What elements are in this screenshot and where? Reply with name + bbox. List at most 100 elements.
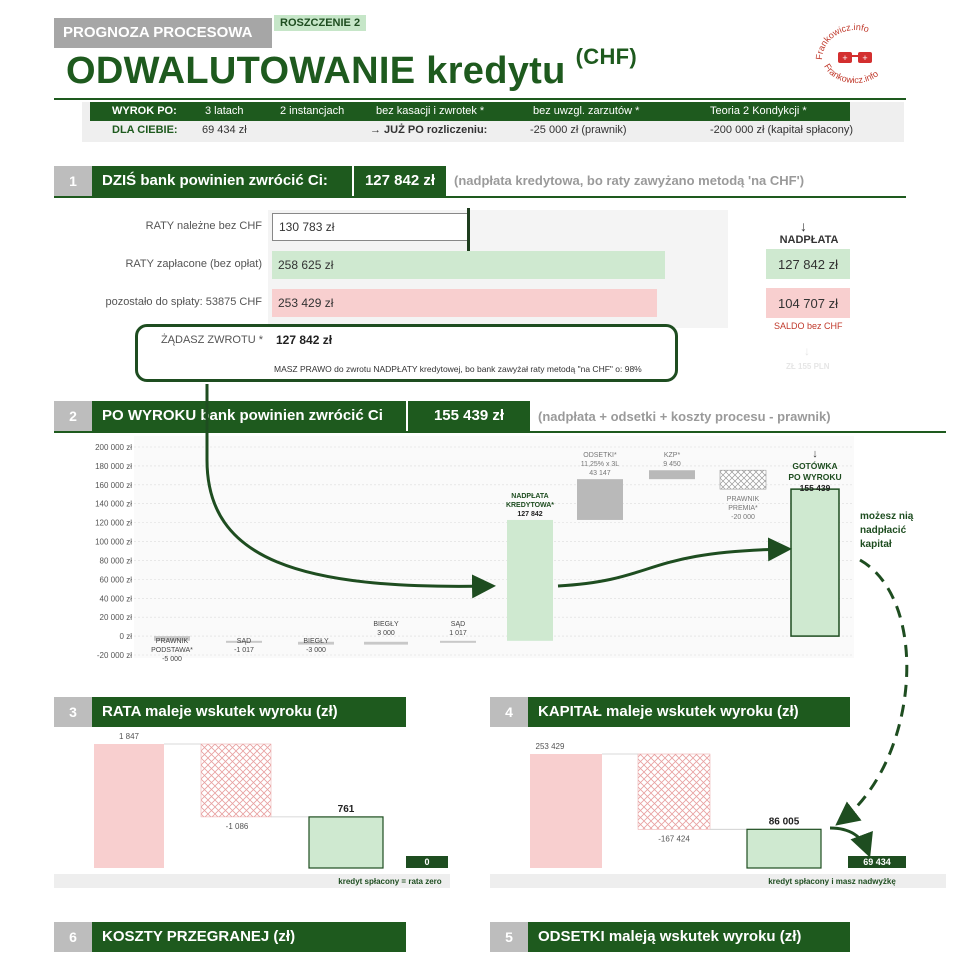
page-title-sup: (CHF): [575, 44, 638, 69]
section-4-band: KAPITAŁ maleje wskutek wyroku (zł): [528, 697, 850, 727]
overpayment-box: 127 842 zł: [766, 249, 850, 279]
y-tick-label: 40 000 zł: [100, 594, 133, 603]
claim-value: 127 842 zł: [276, 333, 333, 347]
verdict-instances: 2 instancjach: [280, 105, 345, 117]
y-tick-label: 140 000 zł: [95, 500, 132, 509]
y-tick-label: 80 000 zł: [100, 556, 133, 565]
report-tag: PROGNOZA PROCESOWA: [54, 18, 272, 48]
section-6-number: 6: [54, 922, 92, 952]
step-value: 3 000: [377, 630, 395, 637]
y-tick-label: 0 zł: [120, 632, 133, 641]
y-tick-label: -20 000 zł: [97, 651, 132, 660]
waterfall-bar-2: [226, 640, 262, 643]
section-1-note: (nadpłata kredytowa, bo raty zawyżano me…: [454, 173, 805, 188]
verdict-theory: Teoria 2 Kondykcji *: [710, 105, 807, 117]
chart-footnote: kredyt spłacony i masz nadwyżkę: [768, 877, 896, 886]
step-value: 43 147: [589, 470, 611, 477]
step-label: SĄD: [237, 638, 251, 645]
step-label: KREDYTOWA*: [506, 502, 554, 509]
step-value: -5 000: [162, 656, 182, 663]
section-5-number: 5: [490, 922, 528, 952]
summary-row-for-you: DLA CIEBIE: 69 434 zł → JUŻ PO rozliczen…: [90, 122, 890, 140]
step-value: 9 450: [663, 461, 681, 468]
waterfall-bar-6: [507, 519, 553, 641]
section-2-title: PO WYROKU bank powinien zwrócić Ci: [102, 407, 383, 424]
start-bar: [94, 744, 164, 868]
reduction-bar: [637, 753, 711, 830]
section-6-title: KOSZTY PRZEGRANEJ (zł): [102, 928, 296, 945]
section-1-title: DZIŚ bank powinien zwrócić Ci:: [102, 172, 328, 189]
y-tick-label: 100 000 zł: [95, 538, 132, 547]
waterfall-bar-3: [298, 641, 334, 645]
start-value: 1 847: [119, 732, 140, 741]
section-2-band: PO WYROKU bank powinien zwrócić Ci: [92, 401, 408, 431]
row-label-rates-paid: RATY zapłacone (bez opłat): [125, 258, 262, 270]
section-2-rule: [54, 431, 946, 433]
side-note: możesz nią nadpłacić kapitał: [860, 510, 913, 552]
chart-footer-strip: [490, 874, 946, 888]
for-you-label: DLA CIEBIE:: [112, 124, 178, 136]
claim-box[interactable]: [135, 324, 678, 382]
chart-footnote: kredyt spłacony = rata zero: [338, 877, 441, 886]
y-tick-label: 200 000 zł: [95, 443, 132, 452]
y-tick-label: 120 000 zł: [95, 519, 132, 528]
side-note-line-3: kapitał: [860, 539, 892, 550]
claim-label: ŻĄDASZ ZWROTU *: [160, 334, 263, 346]
verdict-label: WYROK PO:: [112, 105, 177, 117]
section-6-band: KOSZTY PRZEGRANEJ (zł): [92, 922, 406, 952]
claim-tag: ROSZCZENIE 2: [274, 15, 367, 31]
section-1-number: 1: [54, 166, 92, 196]
step-label: NADPŁATA: [511, 493, 548, 500]
overpayment-arrow-icon: ↓: [800, 218, 807, 234]
section-3-band: RATA maleje wskutek wyroku (zł): [92, 697, 406, 727]
verdict-years: 3 latach: [205, 105, 244, 117]
start-value: 253 429: [536, 742, 565, 751]
waterfall-bar-10: [790, 488, 840, 637]
bar-rates-due: 130 783 zł: [272, 213, 468, 241]
section-2-note: (nadpłata + odsetki + koszty procesu - p…: [538, 409, 831, 424]
glasses-icon: + +: [838, 52, 872, 63]
section-2-number: 2: [54, 401, 92, 431]
waterfall-bar-5: [440, 640, 476, 643]
start-bar: [530, 754, 602, 868]
y-tick-label: 60 000 zł: [100, 575, 133, 584]
summary-row-verdict: WYROK PO: 3 latach 2 instancjach bez kas…: [90, 102, 850, 121]
faded-note: ZŁ 155 PLN: [786, 362, 830, 371]
step-value: -20 000: [731, 514, 755, 521]
step-label: KZP*: [664, 452, 681, 459]
result-value: 86 005: [769, 816, 800, 827]
reduction-bar: [200, 743, 272, 818]
header-rule: [54, 98, 906, 100]
section-3-title: RATA maleje wskutek wyroku (zł): [102, 703, 338, 720]
section-2-amount: 155 439 zł: [406, 401, 530, 431]
marker-line: [467, 208, 470, 258]
total-label: PO WYROKU: [788, 472, 841, 482]
reduction-value: -1 086: [226, 822, 249, 831]
bar-rates-paid: 258 625 zł: [272, 251, 665, 279]
row-label-rates-due: RATY należne bez CHF: [145, 220, 262, 232]
waterfall-bar-7: [577, 479, 623, 520]
step-label: PRAWNIK: [727, 496, 760, 503]
final-badge: [848, 856, 906, 868]
total-label: GOTÓWKA: [792, 460, 837, 471]
step-label: PODSTAWA*: [151, 647, 193, 654]
claim-note: MASZ PRAWO do zwrotu NADPŁATY kredytowej…: [274, 364, 642, 374]
frankowicz-logo[interactable]: Frankowicz.info Frankowicz.info + +: [810, 22, 900, 92]
verdict-cassation: bez kasacji i zwrotek *: [376, 105, 485, 117]
step-label: SĄD: [451, 621, 465, 628]
reduction-value: -167 424: [658, 834, 690, 843]
svg-text:+: +: [842, 53, 847, 63]
bar-remaining: 253 429 zł: [272, 289, 657, 317]
for-you-amount: 69 434 zł: [202, 124, 247, 136]
step-label: PRAWNIK: [156, 638, 189, 645]
capital-repaid: -200 000 zł (kapitał spłacony): [710, 124, 854, 136]
step-value: 127 842: [517, 511, 542, 518]
result-value: 761: [338, 804, 355, 815]
side-note-line-2: nadpłacić: [860, 525, 907, 536]
section-4-title: KAPITAŁ maleje wskutek wyroku (zł): [538, 703, 799, 720]
step-value: 1 017: [449, 630, 467, 637]
final-value: 0: [424, 857, 429, 867]
section-4-number: 4: [490, 697, 528, 727]
